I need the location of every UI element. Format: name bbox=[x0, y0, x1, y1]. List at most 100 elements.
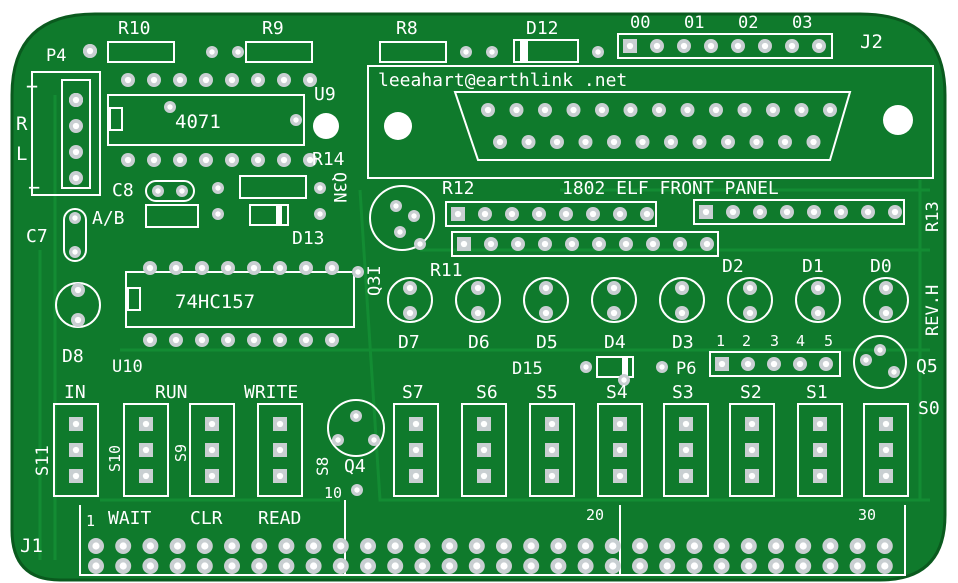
label-pin-3: 3 bbox=[770, 332, 779, 350]
drill-hole bbox=[317, 211, 323, 217]
drill-hole bbox=[610, 138, 618, 146]
label-s6: S6 bbox=[476, 382, 498, 403]
drill-hole bbox=[254, 156, 262, 164]
drill-hole bbox=[72, 122, 80, 130]
label-d13: D13 bbox=[292, 228, 325, 249]
label-s11: S11 bbox=[33, 445, 53, 476]
drill-hole bbox=[554, 562, 563, 570]
drill-hole bbox=[616, 446, 624, 454]
label-r10: R10 bbox=[118, 18, 151, 39]
drill-hole bbox=[748, 472, 756, 480]
drill-hole bbox=[460, 240, 468, 248]
label-s5: S5 bbox=[536, 382, 558, 403]
drill-hole bbox=[639, 138, 646, 146]
label-rev: REV.H bbox=[923, 285, 943, 336]
label-s4: S4 bbox=[606, 382, 628, 403]
drill-hole bbox=[474, 309, 482, 317]
drill-hole bbox=[74, 286, 82, 294]
label-q4: Q4 bbox=[344, 456, 366, 477]
drill-hole bbox=[554, 542, 563, 550]
drill-hole bbox=[146, 562, 154, 570]
switch-outline bbox=[663, 403, 709, 497]
drill-hole bbox=[724, 138, 732, 146]
label-pin-1: 1 bbox=[716, 332, 725, 350]
drill-hole bbox=[463, 49, 469, 55]
drill-hole bbox=[542, 309, 550, 317]
drill-hole bbox=[553, 138, 561, 146]
drill-hole bbox=[627, 106, 634, 114]
label-r8: R8 bbox=[396, 18, 418, 39]
drill-hole bbox=[411, 213, 417, 219]
drill-hole bbox=[500, 562, 508, 570]
drill-hole bbox=[150, 156, 158, 164]
drill-hole bbox=[418, 542, 426, 550]
drill-hole bbox=[282, 542, 290, 550]
drill-hole bbox=[72, 446, 80, 454]
switch-outline bbox=[729, 403, 775, 497]
drill-hole bbox=[810, 208, 818, 216]
drill-hole bbox=[174, 562, 182, 570]
drill-hole bbox=[541, 240, 549, 248]
drill-hole bbox=[215, 211, 221, 217]
drill-hole bbox=[814, 309, 822, 317]
drill-hole bbox=[310, 562, 318, 570]
label-j1: J1 bbox=[20, 535, 43, 557]
drill-hole bbox=[480, 420, 488, 428]
drill-hole bbox=[254, 76, 262, 84]
drill-hole bbox=[124, 156, 132, 164]
drill-hole bbox=[72, 215, 78, 221]
drill-hole bbox=[610, 309, 618, 317]
drill-hole bbox=[712, 106, 720, 114]
label-r12: R12 bbox=[442, 178, 475, 199]
drill-hole bbox=[863, 357, 869, 363]
label-minus: − bbox=[28, 175, 40, 199]
label-write: WRITE bbox=[244, 382, 298, 403]
drill-hole bbox=[142, 420, 150, 428]
led-outline bbox=[387, 277, 433, 323]
drill-hole bbox=[535, 210, 543, 218]
label-s7: S7 bbox=[402, 382, 424, 403]
label-s2: S2 bbox=[740, 382, 762, 403]
drill-hole bbox=[748, 420, 756, 428]
drill-hole bbox=[201, 562, 209, 570]
drill-hole bbox=[772, 542, 780, 550]
drill-hole bbox=[412, 446, 420, 454]
drill-hole bbox=[718, 542, 726, 550]
label-in: IN bbox=[64, 382, 86, 403]
drill-hole bbox=[337, 562, 345, 570]
drill-hole bbox=[337, 542, 345, 550]
drill-hole bbox=[473, 562, 481, 570]
drill-hole bbox=[417, 241, 423, 247]
label-d8: D8 bbox=[62, 346, 84, 367]
drill-hole bbox=[209, 49, 215, 55]
label-d1: D1 bbox=[802, 256, 824, 277]
drill-hole bbox=[228, 76, 236, 84]
drill-hole bbox=[568, 240, 576, 248]
label-d5: D5 bbox=[536, 332, 558, 353]
switch-outline bbox=[257, 403, 303, 497]
drill-hole bbox=[86, 47, 94, 55]
drill-hole bbox=[276, 446, 284, 454]
label-o1: 01 bbox=[684, 13, 704, 33]
drill-hole bbox=[609, 542, 617, 550]
drill-hole bbox=[570, 106, 577, 114]
drill-hole bbox=[335, 437, 341, 443]
label-s9: S9 bbox=[172, 444, 190, 462]
label-s0: S0 bbox=[918, 398, 940, 419]
drill-hole bbox=[542, 284, 550, 292]
drill-hole bbox=[595, 240, 603, 248]
mount-hole bbox=[883, 105, 913, 135]
drill-hole bbox=[609, 562, 617, 570]
drill-hole bbox=[514, 240, 522, 248]
label-wait: WAIT bbox=[108, 508, 152, 529]
drill-hole bbox=[682, 472, 690, 480]
drill-hole bbox=[799, 562, 807, 570]
drill-hole bbox=[146, 264, 154, 272]
drill-hole bbox=[328, 264, 336, 272]
drill-hole bbox=[525, 138, 532, 146]
drill-hole bbox=[582, 542, 590, 550]
switch-outline bbox=[797, 403, 843, 497]
drill-hole bbox=[882, 446, 890, 454]
drill-hole bbox=[412, 420, 420, 428]
